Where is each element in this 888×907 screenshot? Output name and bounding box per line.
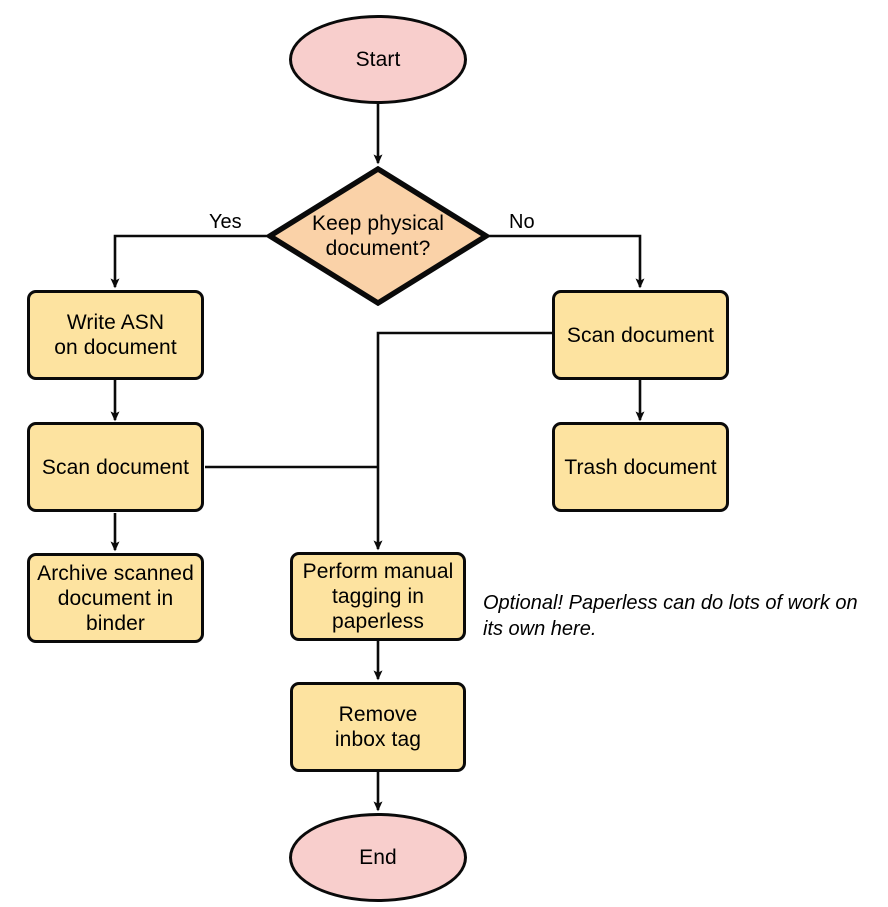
edge-decision-yes-to-write-asn bbox=[110, 234, 267, 289]
node-manual-tagging-label: Perform manual tagging in paperless bbox=[302, 560, 454, 633]
node-perform-manual-tagging[interactable]: Perform manual tagging in paperless bbox=[290, 552, 466, 641]
node-end[interactable]: End bbox=[289, 813, 467, 902]
node-decision-label: Keep physical document? bbox=[311, 212, 445, 260]
node-start-label: Start bbox=[355, 48, 401, 71]
node-scan-document-right-label: Scan document bbox=[566, 323, 715, 347]
node-start[interactable]: Start bbox=[289, 15, 467, 104]
node-remove-inbox-tag-label: Remove inbox tag bbox=[334, 703, 422, 751]
node-scan-document-left[interactable]: Scan document bbox=[27, 422, 204, 512]
node-scan-document-left-label: Scan document bbox=[41, 455, 190, 479]
node-decision-keep-physical-document[interactable]: Keep physical document? bbox=[267, 166, 489, 306]
edge-decision-no-to-scan-right bbox=[489, 234, 645, 289]
node-write-asn-label: Write ASN on document bbox=[54, 311, 177, 359]
node-archive-label: Archive scanned document in binder bbox=[37, 561, 194, 635]
diamond-shape bbox=[267, 166, 489, 306]
annotation-optional-note: Optional! Paperless can do lots of work … bbox=[483, 592, 858, 640]
node-trash-document-label: Trash document bbox=[564, 455, 717, 479]
node-scan-document-right[interactable]: Scan document bbox=[552, 290, 729, 380]
node-remove-inbox-tag[interactable]: Remove inbox tag bbox=[290, 682, 466, 772]
node-trash-document[interactable]: Trash document bbox=[552, 422, 729, 512]
edge-label-no: No bbox=[509, 211, 535, 233]
edge-label-yes: Yes bbox=[209, 211, 242, 233]
node-end-label: End bbox=[359, 846, 397, 869]
node-archive-scanned-document[interactable]: Archive scanned document in binder bbox=[27, 553, 204, 643]
edge-scan-right-to-manual-tagging bbox=[373, 331, 552, 551]
node-write-asn-on-document[interactable]: Write ASN on document bbox=[27, 290, 204, 380]
